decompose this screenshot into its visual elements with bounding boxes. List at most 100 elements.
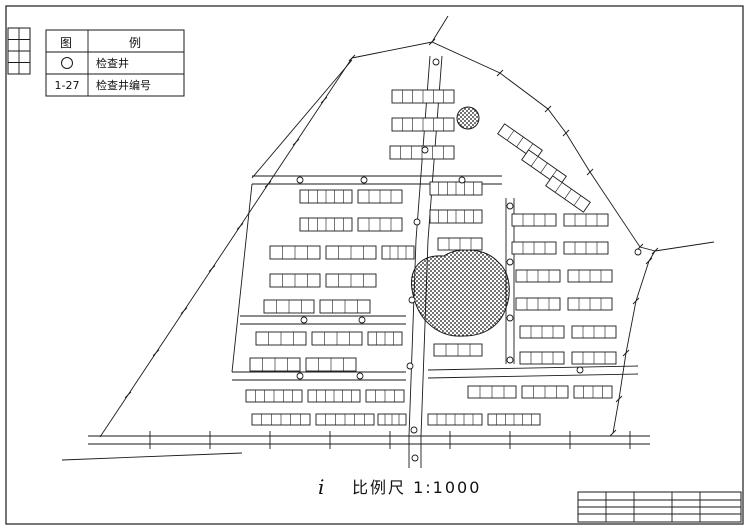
building	[429, 209, 483, 224]
tree-area	[411, 249, 510, 337]
building	[325, 273, 377, 288]
scale-note: i 比例尺 1:1000	[318, 475, 481, 499]
vertex-tick	[609, 429, 617, 437]
building	[357, 217, 403, 232]
road-line	[427, 373, 639, 379]
inspection-well	[296, 176, 304, 184]
right-spur-line	[654, 241, 715, 252]
inspection-well	[408, 296, 416, 304]
inspection-well	[458, 176, 466, 184]
inspection-well	[634, 248, 642, 256]
vertex-tick	[632, 297, 640, 305]
building	[245, 389, 303, 403]
inner-edge-line	[231, 183, 253, 373]
inspection-well	[576, 366, 584, 374]
legend-table: 图 例 检查井 1-27 检查井编号	[45, 29, 185, 97]
building	[263, 299, 315, 314]
building	[305, 357, 357, 372]
boundary-left-line	[99, 57, 353, 438]
building-unit-divider	[530, 156, 539, 167]
legend-number-label: 检查井编号	[96, 78, 151, 92]
building	[519, 325, 565, 339]
building	[511, 241, 557, 255]
building	[357, 189, 403, 204]
scale-label: 比例尺 1:1000	[352, 478, 481, 497]
sheet-border	[5, 5, 744, 525]
legend-well-label: 检查井	[96, 56, 129, 70]
inspection-well	[506, 202, 514, 210]
vertex-tick	[622, 349, 630, 357]
building-unit-divider	[564, 188, 572, 200]
building	[427, 413, 483, 426]
building	[365, 389, 405, 403]
building	[325, 245, 377, 260]
building	[563, 241, 609, 255]
legend-number-symbol: 1-27	[55, 79, 80, 92]
legend-well-symbol	[61, 57, 73, 69]
vertex-tick	[615, 395, 623, 403]
building	[515, 269, 561, 283]
building	[391, 117, 455, 132]
building	[377, 413, 407, 426]
inspection-well	[406, 362, 414, 370]
building	[511, 213, 557, 227]
dimension-tick	[264, 181, 272, 188]
building	[249, 357, 301, 372]
inspection-well	[506, 314, 514, 322]
main-road-line	[408, 55, 431, 437]
building	[567, 297, 613, 311]
dimension-tick	[208, 265, 216, 272]
building	[381, 245, 415, 260]
building	[571, 325, 617, 339]
vertex-tick	[586, 168, 594, 176]
building-unit-divider	[554, 182, 563, 193]
vertex-tick	[645, 257, 653, 265]
inspection-well	[421, 146, 429, 154]
building-unit-divider	[516, 136, 524, 148]
site-plan	[61, 15, 715, 468]
building-unit-divider	[506, 130, 515, 141]
inspection-well	[356, 372, 364, 380]
top-spur-line	[431, 15, 449, 43]
building	[269, 273, 321, 288]
building	[255, 331, 307, 346]
landscape-circle	[456, 106, 480, 130]
inspection-well	[506, 258, 514, 266]
north-arrow-icon: i	[318, 475, 324, 499]
inspection-well	[358, 316, 366, 324]
building	[299, 217, 353, 232]
inspection-well	[410, 426, 418, 434]
building	[391, 89, 455, 104]
building	[307, 389, 361, 403]
building	[299, 189, 353, 204]
inspection-well	[506, 356, 514, 364]
building	[389, 145, 455, 160]
vertex-tick	[496, 69, 504, 77]
building	[521, 385, 569, 399]
building	[437, 237, 483, 251]
building	[433, 343, 483, 357]
title-block	[577, 491, 742, 523]
dimension-tick	[152, 349, 160, 357]
building	[573, 385, 613, 399]
building	[269, 245, 321, 260]
building	[311, 331, 363, 346]
inspection-well	[411, 454, 419, 462]
vertex-tick	[544, 105, 552, 113]
building	[367, 331, 403, 346]
building	[567, 269, 613, 283]
inspection-well	[296, 372, 304, 380]
building	[515, 297, 561, 311]
dimension-tick	[320, 96, 328, 104]
building-unit-divider	[540, 162, 548, 174]
dimension-tick	[292, 138, 300, 146]
main-road-line	[420, 55, 443, 437]
dimension-tick	[124, 391, 132, 399]
road-line	[427, 365, 639, 371]
inspection-well	[432, 58, 440, 66]
building	[521, 149, 567, 187]
building	[467, 385, 517, 399]
building-unit-divider	[573, 195, 582, 206]
dimension-tick	[180, 307, 188, 314]
